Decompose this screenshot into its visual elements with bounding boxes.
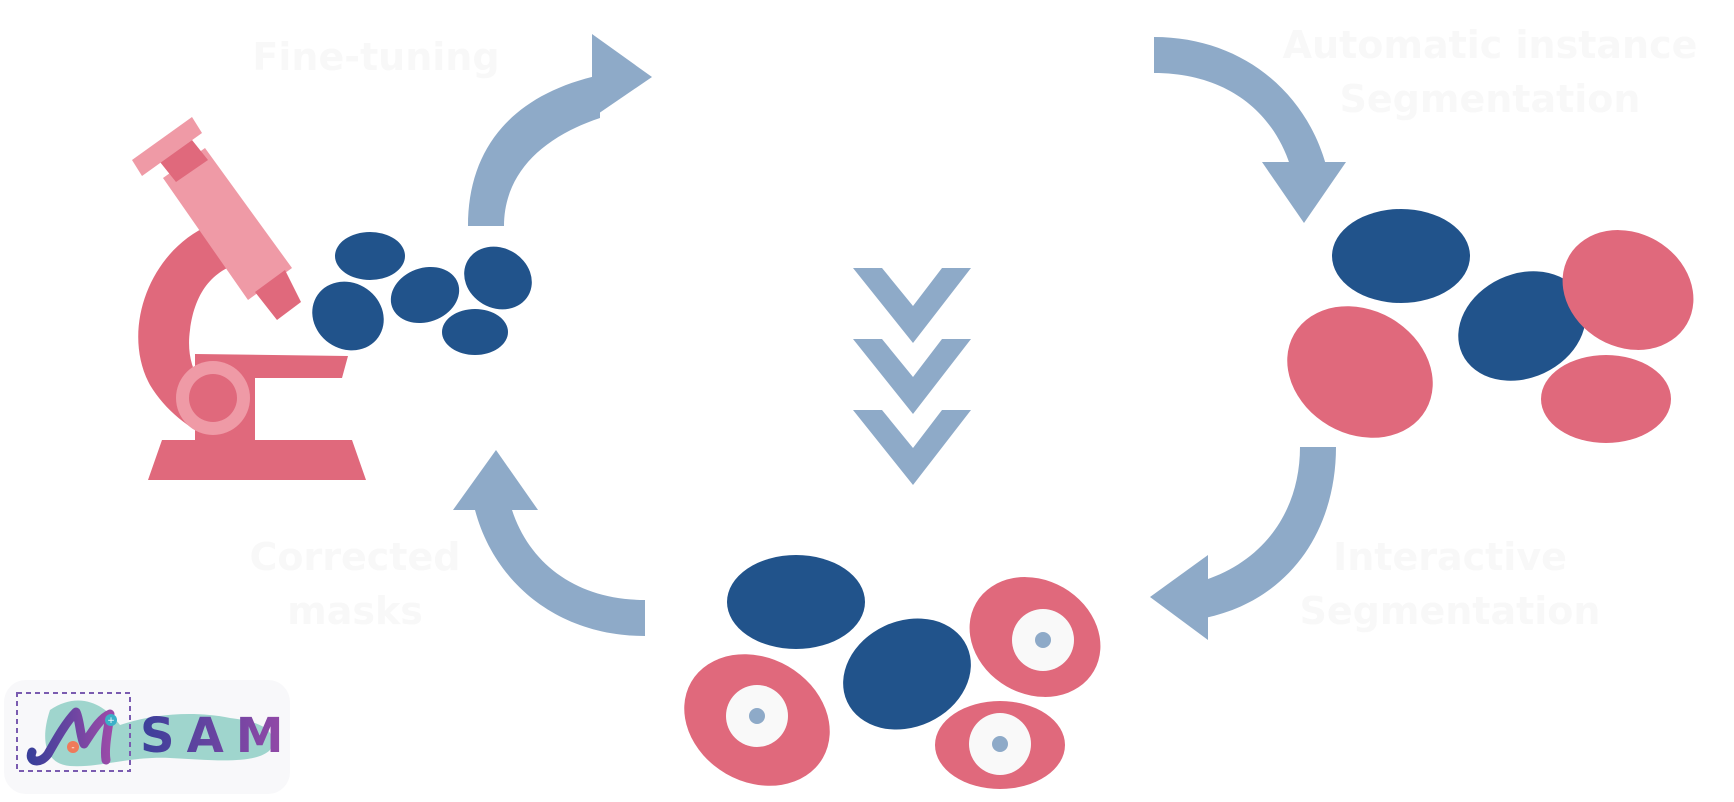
minus-icon: - bbox=[71, 743, 74, 753]
cell bbox=[442, 309, 508, 355]
arrow-interactive-segmentation bbox=[1150, 447, 1336, 640]
cell bbox=[727, 555, 865, 649]
training-cells bbox=[312, 232, 532, 355]
corrected-cell bbox=[684, 654, 830, 786]
cell bbox=[464, 246, 532, 310]
cell bbox=[312, 281, 384, 351]
cell bbox=[390, 266, 460, 324]
plus-icon: + bbox=[107, 716, 115, 726]
cell bbox=[1458, 271, 1586, 381]
logo-minus-badge bbox=[67, 741, 79, 753]
cell bbox=[843, 618, 971, 730]
logo-text: SAM bbox=[140, 708, 295, 764]
cell bbox=[335, 232, 405, 280]
arrow-automatic-segmentation bbox=[1154, 37, 1346, 223]
label-automatic-instance-segmentation: Automatic instance Segmentation bbox=[1282, 23, 1698, 121]
label-fine-tuning: Fine-tuning bbox=[252, 35, 500, 79]
label-corrected-masks: Corrected masks bbox=[249, 535, 461, 633]
cell bbox=[1562, 230, 1694, 350]
corrected-cell bbox=[969, 577, 1101, 697]
auto-segmentation-cells bbox=[1287, 209, 1694, 443]
interactive-result-cells bbox=[684, 555, 1101, 789]
corrected-cell bbox=[935, 701, 1065, 789]
logo-plus-badge bbox=[105, 714, 117, 726]
chevrons-down-icon bbox=[853, 268, 971, 485]
label-interactive-segmentation: Interactive Segmentation bbox=[1299, 535, 1601, 633]
cell bbox=[1287, 306, 1433, 438]
cell bbox=[1541, 355, 1671, 443]
arrow-fine-tuning bbox=[468, 34, 652, 226]
logo-selection-box bbox=[16, 692, 131, 772]
cell bbox=[1332, 209, 1470, 303]
msam-logo-graphic: + - SAM bbox=[16, 692, 295, 772]
microscope-icon bbox=[132, 117, 366, 480]
arrow-corrected-masks bbox=[453, 450, 645, 636]
